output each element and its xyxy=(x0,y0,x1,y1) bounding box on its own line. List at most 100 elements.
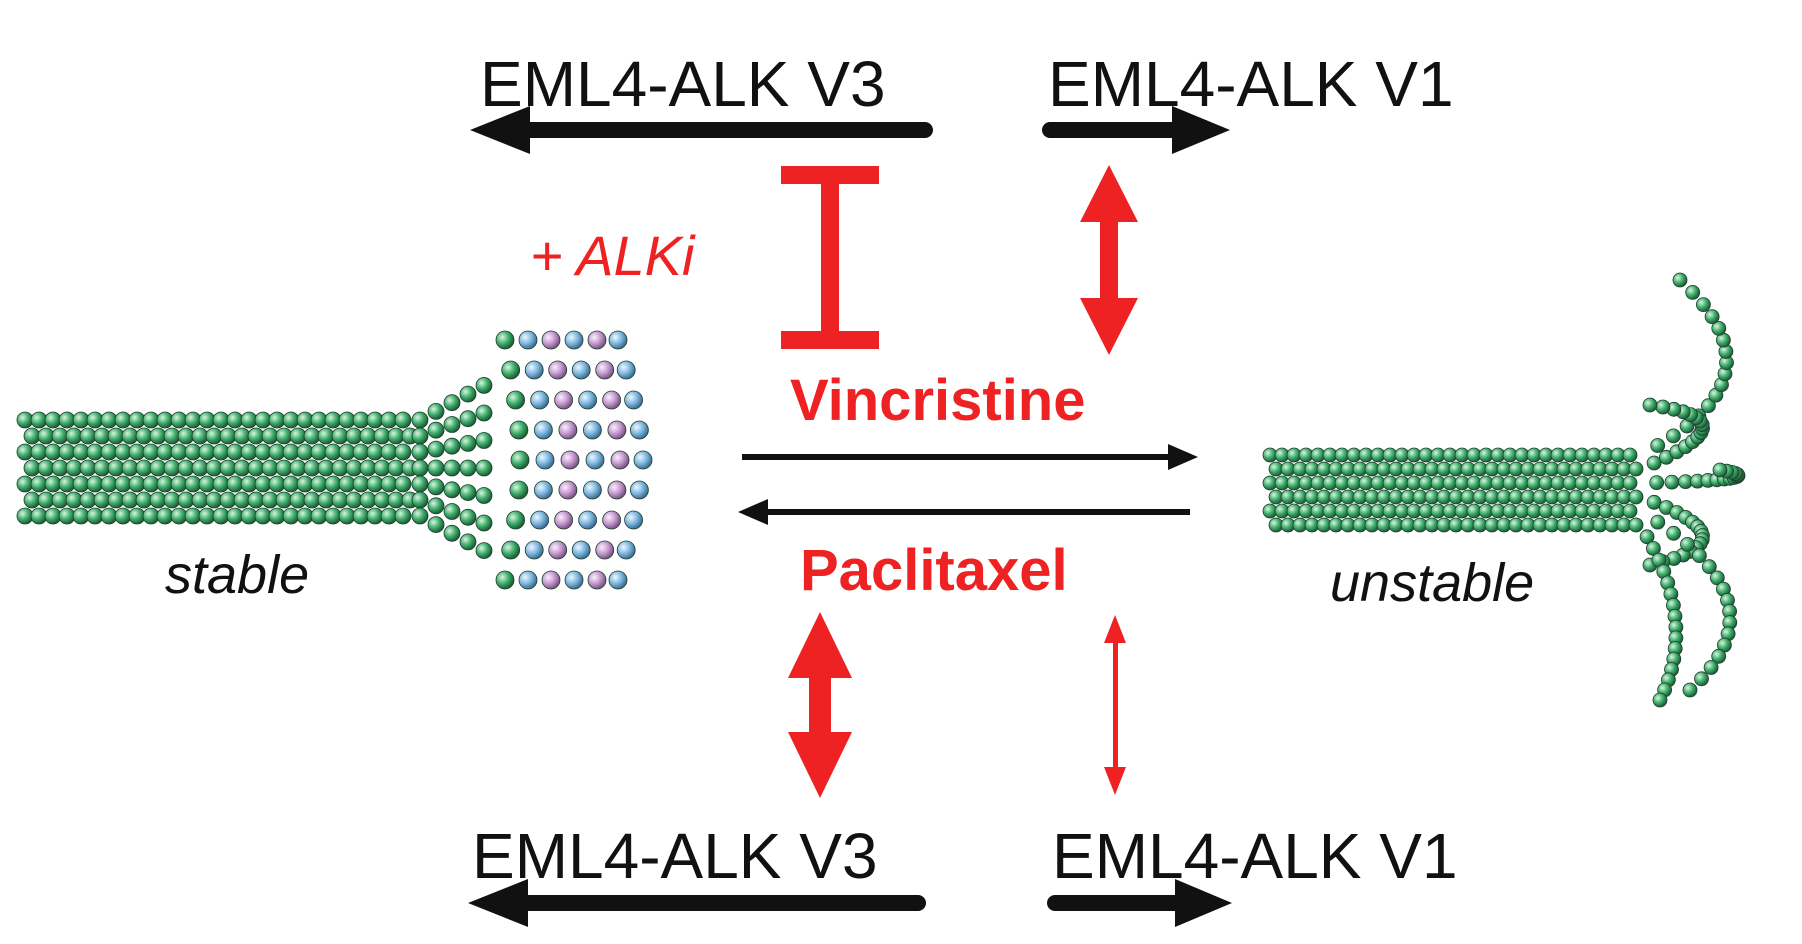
tubulin-bead xyxy=(630,480,649,500)
tubulin-bead xyxy=(1646,494,1662,510)
tubulin-bead xyxy=(554,510,573,530)
tubulin-bead xyxy=(564,330,584,350)
tubulin-bead xyxy=(1711,648,1727,664)
tubulin-bead xyxy=(1649,475,1665,491)
tubulin-bead xyxy=(524,540,544,560)
tubulin-bead xyxy=(633,450,653,470)
tubulin-bead xyxy=(459,484,477,502)
tubulin-bead xyxy=(475,404,493,422)
tubulin-bead xyxy=(107,459,125,477)
tubulin-bead xyxy=(630,420,649,440)
tubulin-bead xyxy=(1701,559,1717,575)
tubulin-bead xyxy=(100,475,118,493)
tubulin-bead xyxy=(624,510,643,530)
tubulin-bead xyxy=(595,540,615,560)
tubulin-bead xyxy=(506,390,525,410)
alk-inhibitor-label: + ALKi xyxy=(530,224,695,287)
tubulin-bead xyxy=(65,459,83,477)
tubulin-bead xyxy=(411,427,429,445)
tubulin-bead xyxy=(495,330,515,350)
tubulin-bead xyxy=(37,427,55,445)
tubulin-bead xyxy=(1692,548,1707,563)
top-v3-arrow xyxy=(470,106,933,154)
tubulin-bead xyxy=(607,420,627,440)
tubulin-bead xyxy=(475,542,493,559)
tubulin-bead xyxy=(411,443,429,461)
tubulin-bead xyxy=(585,450,605,470)
tubulin-bead xyxy=(595,360,615,380)
tubulin-bead xyxy=(65,491,83,509)
top-v3-label: EML4-ALK V3 xyxy=(480,48,886,120)
tubulin-bead xyxy=(1701,398,1716,414)
tubulin-bead xyxy=(1622,447,1638,463)
tubulin-bead xyxy=(475,432,493,449)
tubulin-bead xyxy=(616,360,636,380)
tubulin-bead xyxy=(475,376,493,394)
unstable-microtubule-image xyxy=(1262,272,1746,708)
tubulin-bead xyxy=(1639,529,1655,545)
tubulin-bead xyxy=(1652,692,1668,708)
bottom-v3-double-arrow xyxy=(788,612,852,798)
tubulin-bead xyxy=(518,330,538,350)
tubulin-bead xyxy=(394,507,412,525)
alk-inhibition-bar xyxy=(781,166,879,349)
tubulin-bead xyxy=(548,540,568,560)
tubulin-bead xyxy=(107,427,125,445)
tubulin-bead xyxy=(1712,462,1728,478)
tubulin-bead xyxy=(602,390,621,410)
tubulin-bead xyxy=(51,491,69,509)
tubulin-bead xyxy=(58,507,76,525)
tubulin-bead xyxy=(558,480,578,500)
tubulin-bead xyxy=(602,510,621,530)
tubulin-bead xyxy=(30,411,48,429)
tubulin-bead xyxy=(443,481,461,499)
tubulin-bead xyxy=(1650,438,1666,453)
tubulin-bead xyxy=(624,390,643,410)
tubulin-bead xyxy=(44,507,62,525)
tubulin-bead xyxy=(72,411,90,429)
tubulin-bead xyxy=(44,475,62,493)
tubulin-bead xyxy=(571,540,591,560)
tubulin-bead xyxy=(475,487,493,504)
tubulin-bead xyxy=(583,480,602,500)
tubulin-bead xyxy=(394,411,412,429)
tubulin-bead xyxy=(23,427,41,445)
tubulin-bead xyxy=(1628,517,1644,533)
top-v1-label: EML4-ALK V1 xyxy=(1048,48,1454,120)
tubulin-bead xyxy=(506,510,525,530)
tubulin-bead xyxy=(51,427,69,445)
tubulin-bead xyxy=(443,524,461,542)
tubulin-bead xyxy=(1646,455,1662,471)
tubulin-bead xyxy=(560,450,580,470)
bottom-v1-label: EML4-ALK V1 xyxy=(1052,820,1458,892)
tubulin-bead xyxy=(100,443,118,461)
tubulin-bead xyxy=(610,450,630,470)
stable-label: stable xyxy=(165,545,310,605)
tubulin-bead xyxy=(44,443,62,461)
tubulin-bead xyxy=(554,390,573,410)
tubulin-bead xyxy=(1655,399,1671,415)
tubulin-bead xyxy=(107,491,125,509)
tubulin-bead xyxy=(443,394,461,412)
tubulin-bead xyxy=(534,480,553,500)
unstable-label: unstable xyxy=(1330,553,1535,613)
tubulin-bead xyxy=(58,443,76,461)
tubulin-bead xyxy=(583,420,602,440)
tubulin-bead xyxy=(558,420,578,440)
tubulin-bead xyxy=(411,507,429,525)
tubulin-bead xyxy=(93,427,111,445)
tubulin-bead xyxy=(510,450,530,470)
tubulin-bead xyxy=(394,475,412,493)
tubulin-bead xyxy=(1664,474,1680,490)
tubulin-bead xyxy=(571,360,591,380)
tubulin-bead xyxy=(443,416,461,433)
tubulin-bead xyxy=(530,510,549,530)
tubulin-bead xyxy=(524,360,544,380)
tubulin-bead xyxy=(427,402,445,420)
tubulin-bead xyxy=(518,570,538,590)
bottom-v1-thin-double-arrow xyxy=(1104,615,1126,795)
tubulin-bead xyxy=(564,570,584,590)
tubulin-bead xyxy=(86,507,104,525)
tubulin-bead xyxy=(72,475,90,493)
